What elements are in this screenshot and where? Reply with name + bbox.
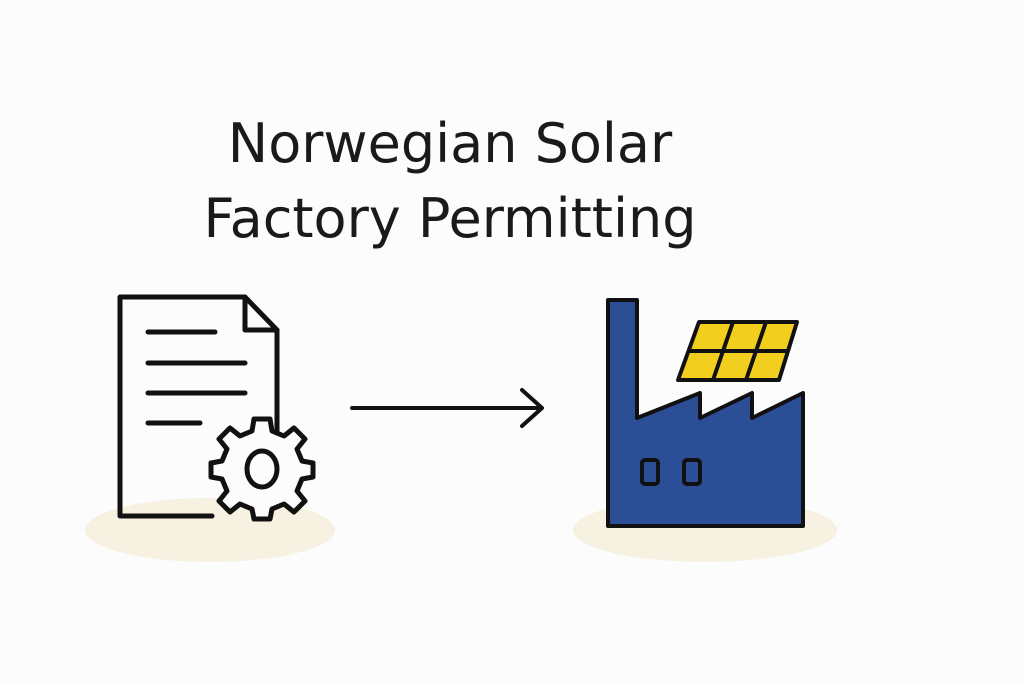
document-gear-icon <box>117 294 316 522</box>
factory-solar-icon <box>606 298 805 528</box>
title-line-1: Norwegian Solar <box>227 112 673 175</box>
arrow-right-icon <box>350 388 544 428</box>
solar-panel-icon <box>676 320 799 382</box>
title-line-2: Factory Permitting <box>203 187 697 250</box>
